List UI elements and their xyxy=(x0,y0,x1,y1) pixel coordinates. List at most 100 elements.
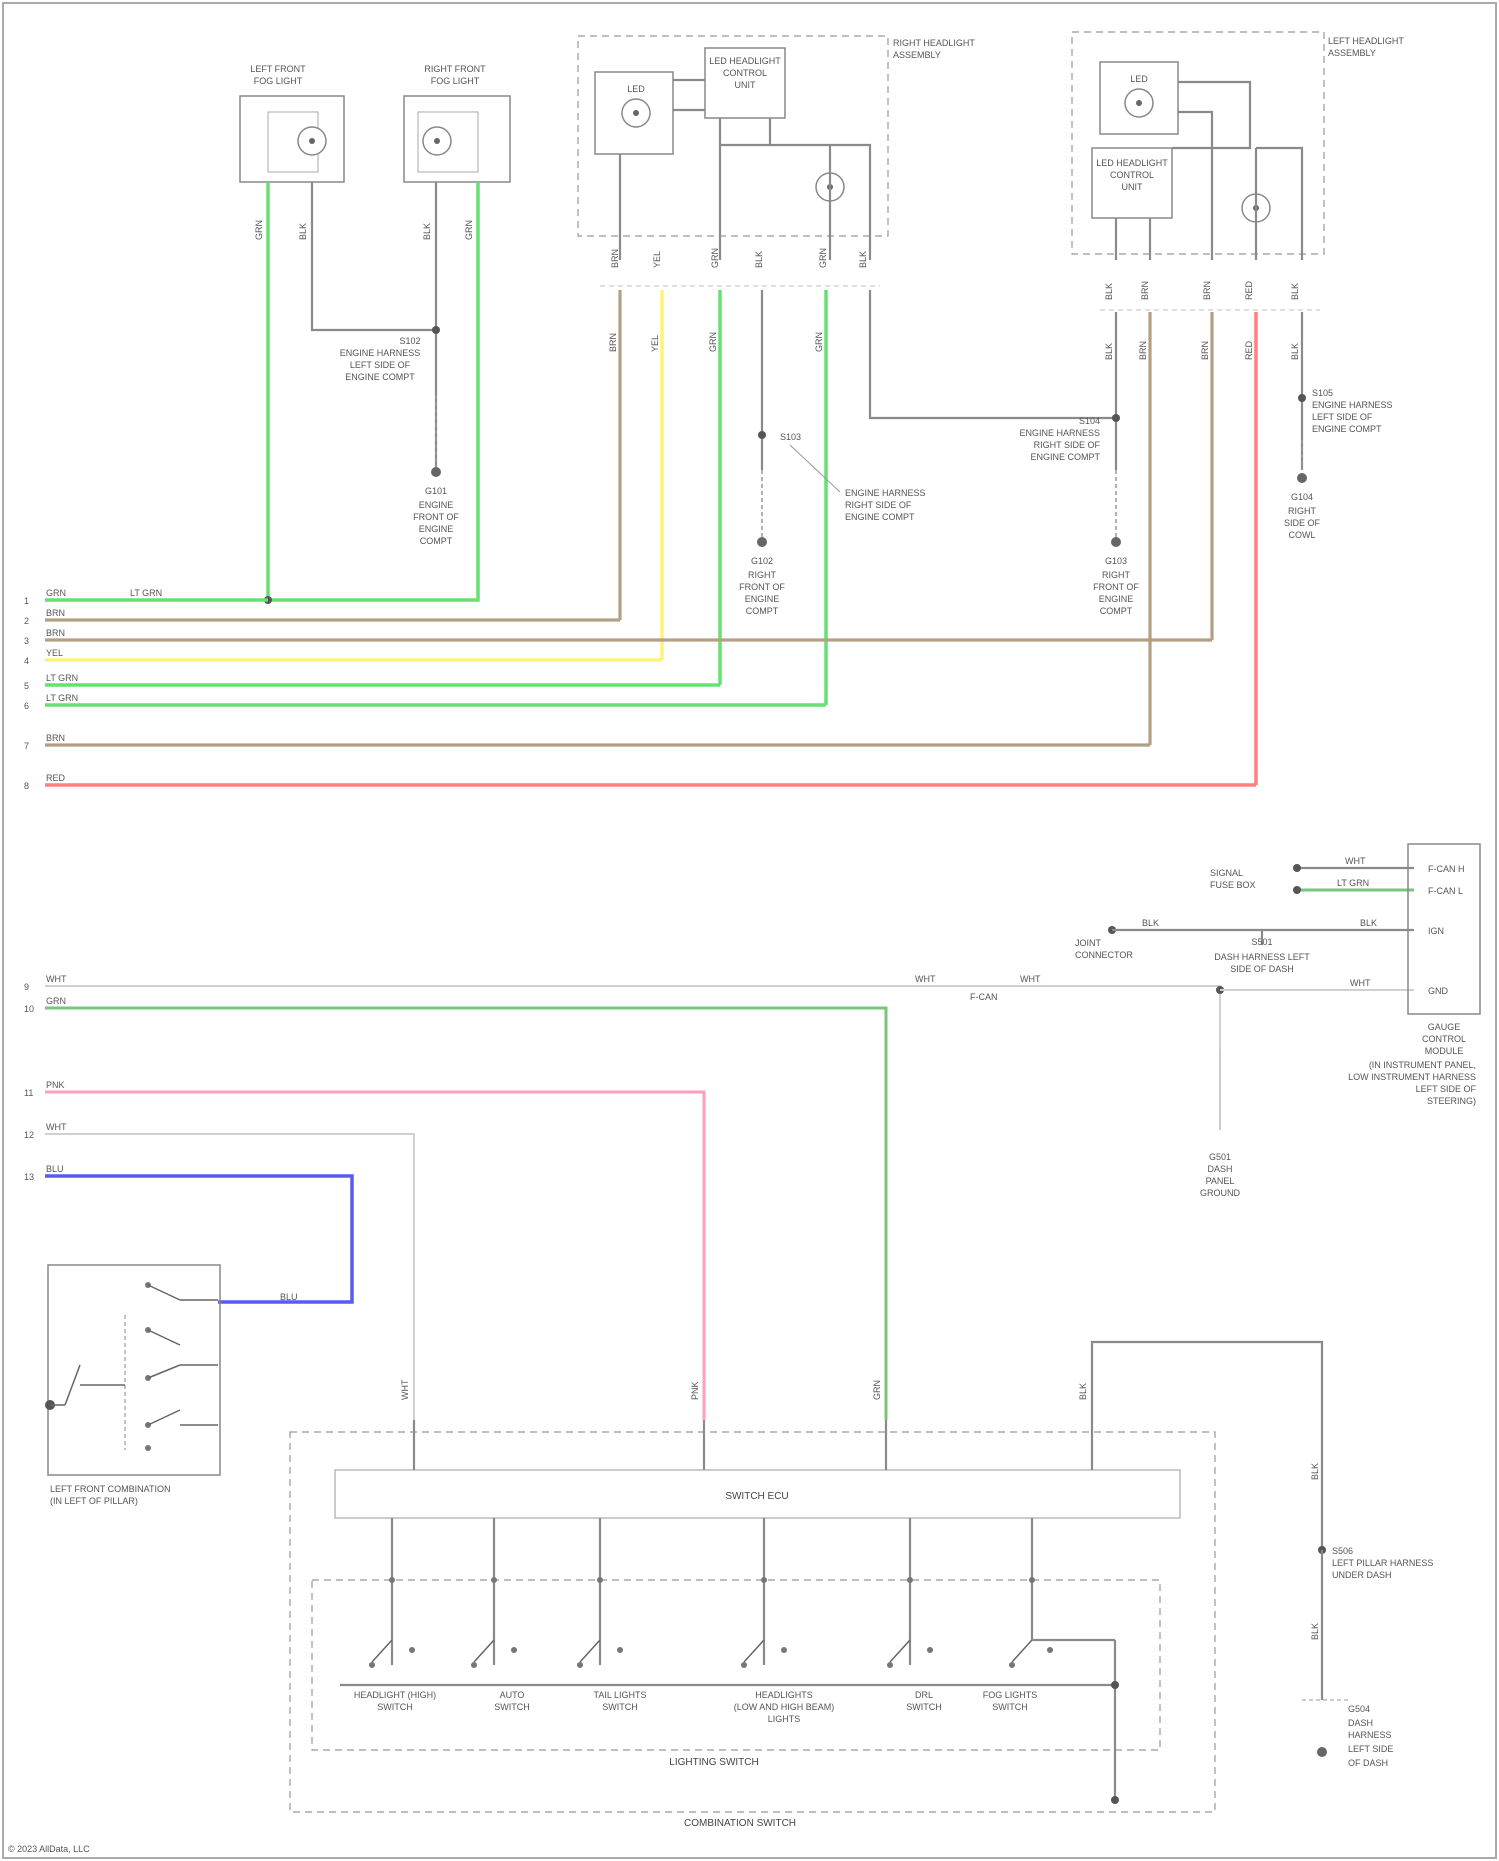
svg-text:ASSEMBLY: ASSEMBLY xyxy=(1328,48,1376,58)
svg-text:F-CAN: F-CAN xyxy=(970,992,998,1002)
svg-text:13: 13 xyxy=(24,1172,34,1182)
svg-text:IGN: IGN xyxy=(1428,926,1444,936)
svg-text:BRN: BRN xyxy=(608,333,618,352)
svg-text:2: 2 xyxy=(24,616,29,626)
footer-text: © 2023 AllData, LLC xyxy=(8,1844,90,1854)
svg-text:ENGINE HARNESS: ENGINE HARNESS xyxy=(1019,428,1100,438)
splice-s1: S102 ENGINE HARNESS LEFT SIDE OF ENGINE … xyxy=(340,336,421,382)
svg-text:S105: S105 xyxy=(1312,388,1333,398)
svg-text:F-CAN L: F-CAN L xyxy=(1428,886,1463,896)
svg-text:S506: S506 xyxy=(1332,1546,1353,1556)
svg-text:LED: LED xyxy=(627,84,645,94)
svg-text:LED HEADLIGHT: LED HEADLIGHT xyxy=(709,56,781,66)
svg-text:BLK: BLK xyxy=(422,223,432,240)
svg-text:AUTO: AUTO xyxy=(500,1690,525,1700)
svg-text:JOINT: JOINT xyxy=(1075,938,1102,948)
wire-code-column: GRN BRN BRN YEL LT GRN LT GRN BRN RED WH… xyxy=(46,588,78,1174)
svg-text:ENGINE: ENGINE xyxy=(745,594,780,604)
svg-text:ENGINE: ENGINE xyxy=(419,524,454,534)
svg-text:SIGNAL: SIGNAL xyxy=(1210,868,1243,878)
svg-text:PANEL: PANEL xyxy=(1206,1176,1235,1186)
svg-text:DASH: DASH xyxy=(1348,1718,1373,1728)
lighting-switch-label: LIGHTING SWITCH xyxy=(669,1757,758,1768)
svg-text:ENGINE HARNESS: ENGINE HARNESS xyxy=(1312,400,1393,410)
svg-text:ASSEMBLY: ASSEMBLY xyxy=(893,50,941,60)
svg-text:3: 3 xyxy=(24,636,29,646)
svg-text:BRN: BRN xyxy=(610,249,620,268)
svg-text:1: 1 xyxy=(24,596,29,606)
svg-text:GRN: GRN xyxy=(254,220,264,240)
svg-text:(LOW AND HIGH BEAM): (LOW AND HIGH BEAM) xyxy=(734,1702,835,1712)
splice-s5: S501 DASH HARNESS LEFT SIDE OF DASH xyxy=(1214,937,1310,974)
fcan-fuse: SIGNAL FUSE BOX xyxy=(1210,868,1256,890)
svg-text:BLK: BLK xyxy=(1290,343,1300,360)
svg-text:4: 4 xyxy=(24,656,29,666)
svg-text:BLK: BLK xyxy=(1142,918,1159,928)
svg-text:G104: G104 xyxy=(1291,492,1313,502)
svg-text:BLK: BLK xyxy=(1078,1383,1088,1400)
svg-text:GRN: GRN xyxy=(46,996,66,1006)
svg-text:RIGHT: RIGHT xyxy=(1102,570,1131,580)
svg-text:RIGHT SIDE OF: RIGHT SIDE OF xyxy=(845,500,912,510)
svg-text:BLK: BLK xyxy=(754,251,764,268)
svg-text:SWITCH: SWITCH xyxy=(906,1702,942,1712)
left-front-fog-light: LEFT FRONT FOG LIGHT xyxy=(240,64,344,182)
svg-text:FRONT OF: FRONT OF xyxy=(413,512,459,522)
svg-text:S501: S501 xyxy=(1251,937,1272,947)
svg-text:11: 11 xyxy=(24,1088,33,1098)
svg-text:CONNECTOR: CONNECTOR xyxy=(1075,950,1133,960)
splice-s6: S506 LEFT PILLAR HARNESS UNDER DASH xyxy=(1332,1546,1433,1580)
svg-text:MODULE: MODULE xyxy=(1425,1046,1464,1056)
ground-g2: G102 RIGHT FRONT OF ENGINE COMPT xyxy=(739,537,785,616)
svg-text:BLK: BLK xyxy=(1104,343,1114,360)
switch-ecu-label: SWITCH ECU xyxy=(725,1491,788,1502)
svg-text:BLK: BLK xyxy=(1310,1623,1320,1640)
svg-text:FOG LIGHTS: FOG LIGHTS xyxy=(983,1690,1038,1700)
ground-g5: G501 DASH PANEL GROUND xyxy=(1200,1152,1240,1198)
pin-column: 1 2 3 4 5 6 7 8 9 10 11 12 13 xyxy=(24,596,34,1182)
svg-text:DASH HARNESS LEFT: DASH HARNESS LEFT xyxy=(1214,952,1310,962)
svg-text:BRN: BRN xyxy=(1138,341,1148,360)
ground-icon xyxy=(1297,473,1307,483)
right-fog-label-1: RIGHT FRONT xyxy=(424,64,486,74)
svg-text:GROUND: GROUND xyxy=(1200,1188,1240,1198)
svg-text:SWITCH: SWITCH xyxy=(992,1702,1028,1712)
svg-text:BLK: BLK xyxy=(1360,918,1377,928)
svg-text:G102: G102 xyxy=(751,556,773,566)
svg-text:BLU: BLU xyxy=(280,1292,298,1302)
svg-text:YEL: YEL xyxy=(652,251,662,268)
svg-text:PNK: PNK xyxy=(46,1080,65,1090)
svg-text:G501: G501 xyxy=(1209,1152,1231,1162)
svg-text:UNIT: UNIT xyxy=(1122,182,1143,192)
svg-text:ENGINE: ENGINE xyxy=(1099,594,1134,604)
ground-icon xyxy=(757,537,767,547)
wire-grn-mid xyxy=(45,1008,886,1420)
svg-text:WHT: WHT xyxy=(1345,856,1366,866)
svg-text:LT GRN: LT GRN xyxy=(1337,878,1369,888)
svg-text:PNK: PNK xyxy=(690,1381,700,1400)
svg-text:GRN: GRN xyxy=(710,248,720,268)
svg-text:12: 12 xyxy=(24,1130,34,1140)
svg-text:GRN: GRN xyxy=(814,332,824,352)
right-fog-label-2: FOG LIGHT xyxy=(431,76,480,86)
svg-text:UNDER DASH: UNDER DASH xyxy=(1332,1570,1392,1580)
svg-text:BRN: BRN xyxy=(46,628,65,638)
ground-g6: G504 DASH HARNESS LEFT SIDE OF DASH xyxy=(1317,1704,1393,1768)
svg-text:SWITCH: SWITCH xyxy=(602,1702,638,1712)
svg-text:HEADLIGHT (HIGH): HEADLIGHT (HIGH) xyxy=(354,1690,436,1700)
svg-text:WHT: WHT xyxy=(46,974,67,984)
wire-pnk xyxy=(45,1092,704,1420)
left-headlight-assembly: LEFT HEADLIGHT ASSEMBLY LED LED HEADLIGH… xyxy=(1072,32,1404,260)
svg-text:COMPT: COMPT xyxy=(1100,606,1133,616)
svg-text:GND: GND xyxy=(1428,986,1449,996)
svg-text:ENGINE HARNESS: ENGINE HARNESS xyxy=(340,348,421,358)
svg-text:DASH: DASH xyxy=(1207,1164,1232,1174)
svg-text:UNIT: UNIT xyxy=(735,80,756,90)
svg-text:WHT: WHT xyxy=(400,1379,410,1400)
svg-text:ENGINE COMPT: ENGINE COMPT xyxy=(845,512,915,522)
svg-text:G101: G101 xyxy=(425,486,447,496)
left-fog-label-2: FOG LIGHT xyxy=(254,76,303,86)
svg-text:FRONT OF: FRONT OF xyxy=(1093,582,1139,592)
svg-text:LT GRN: LT GRN xyxy=(46,693,78,703)
